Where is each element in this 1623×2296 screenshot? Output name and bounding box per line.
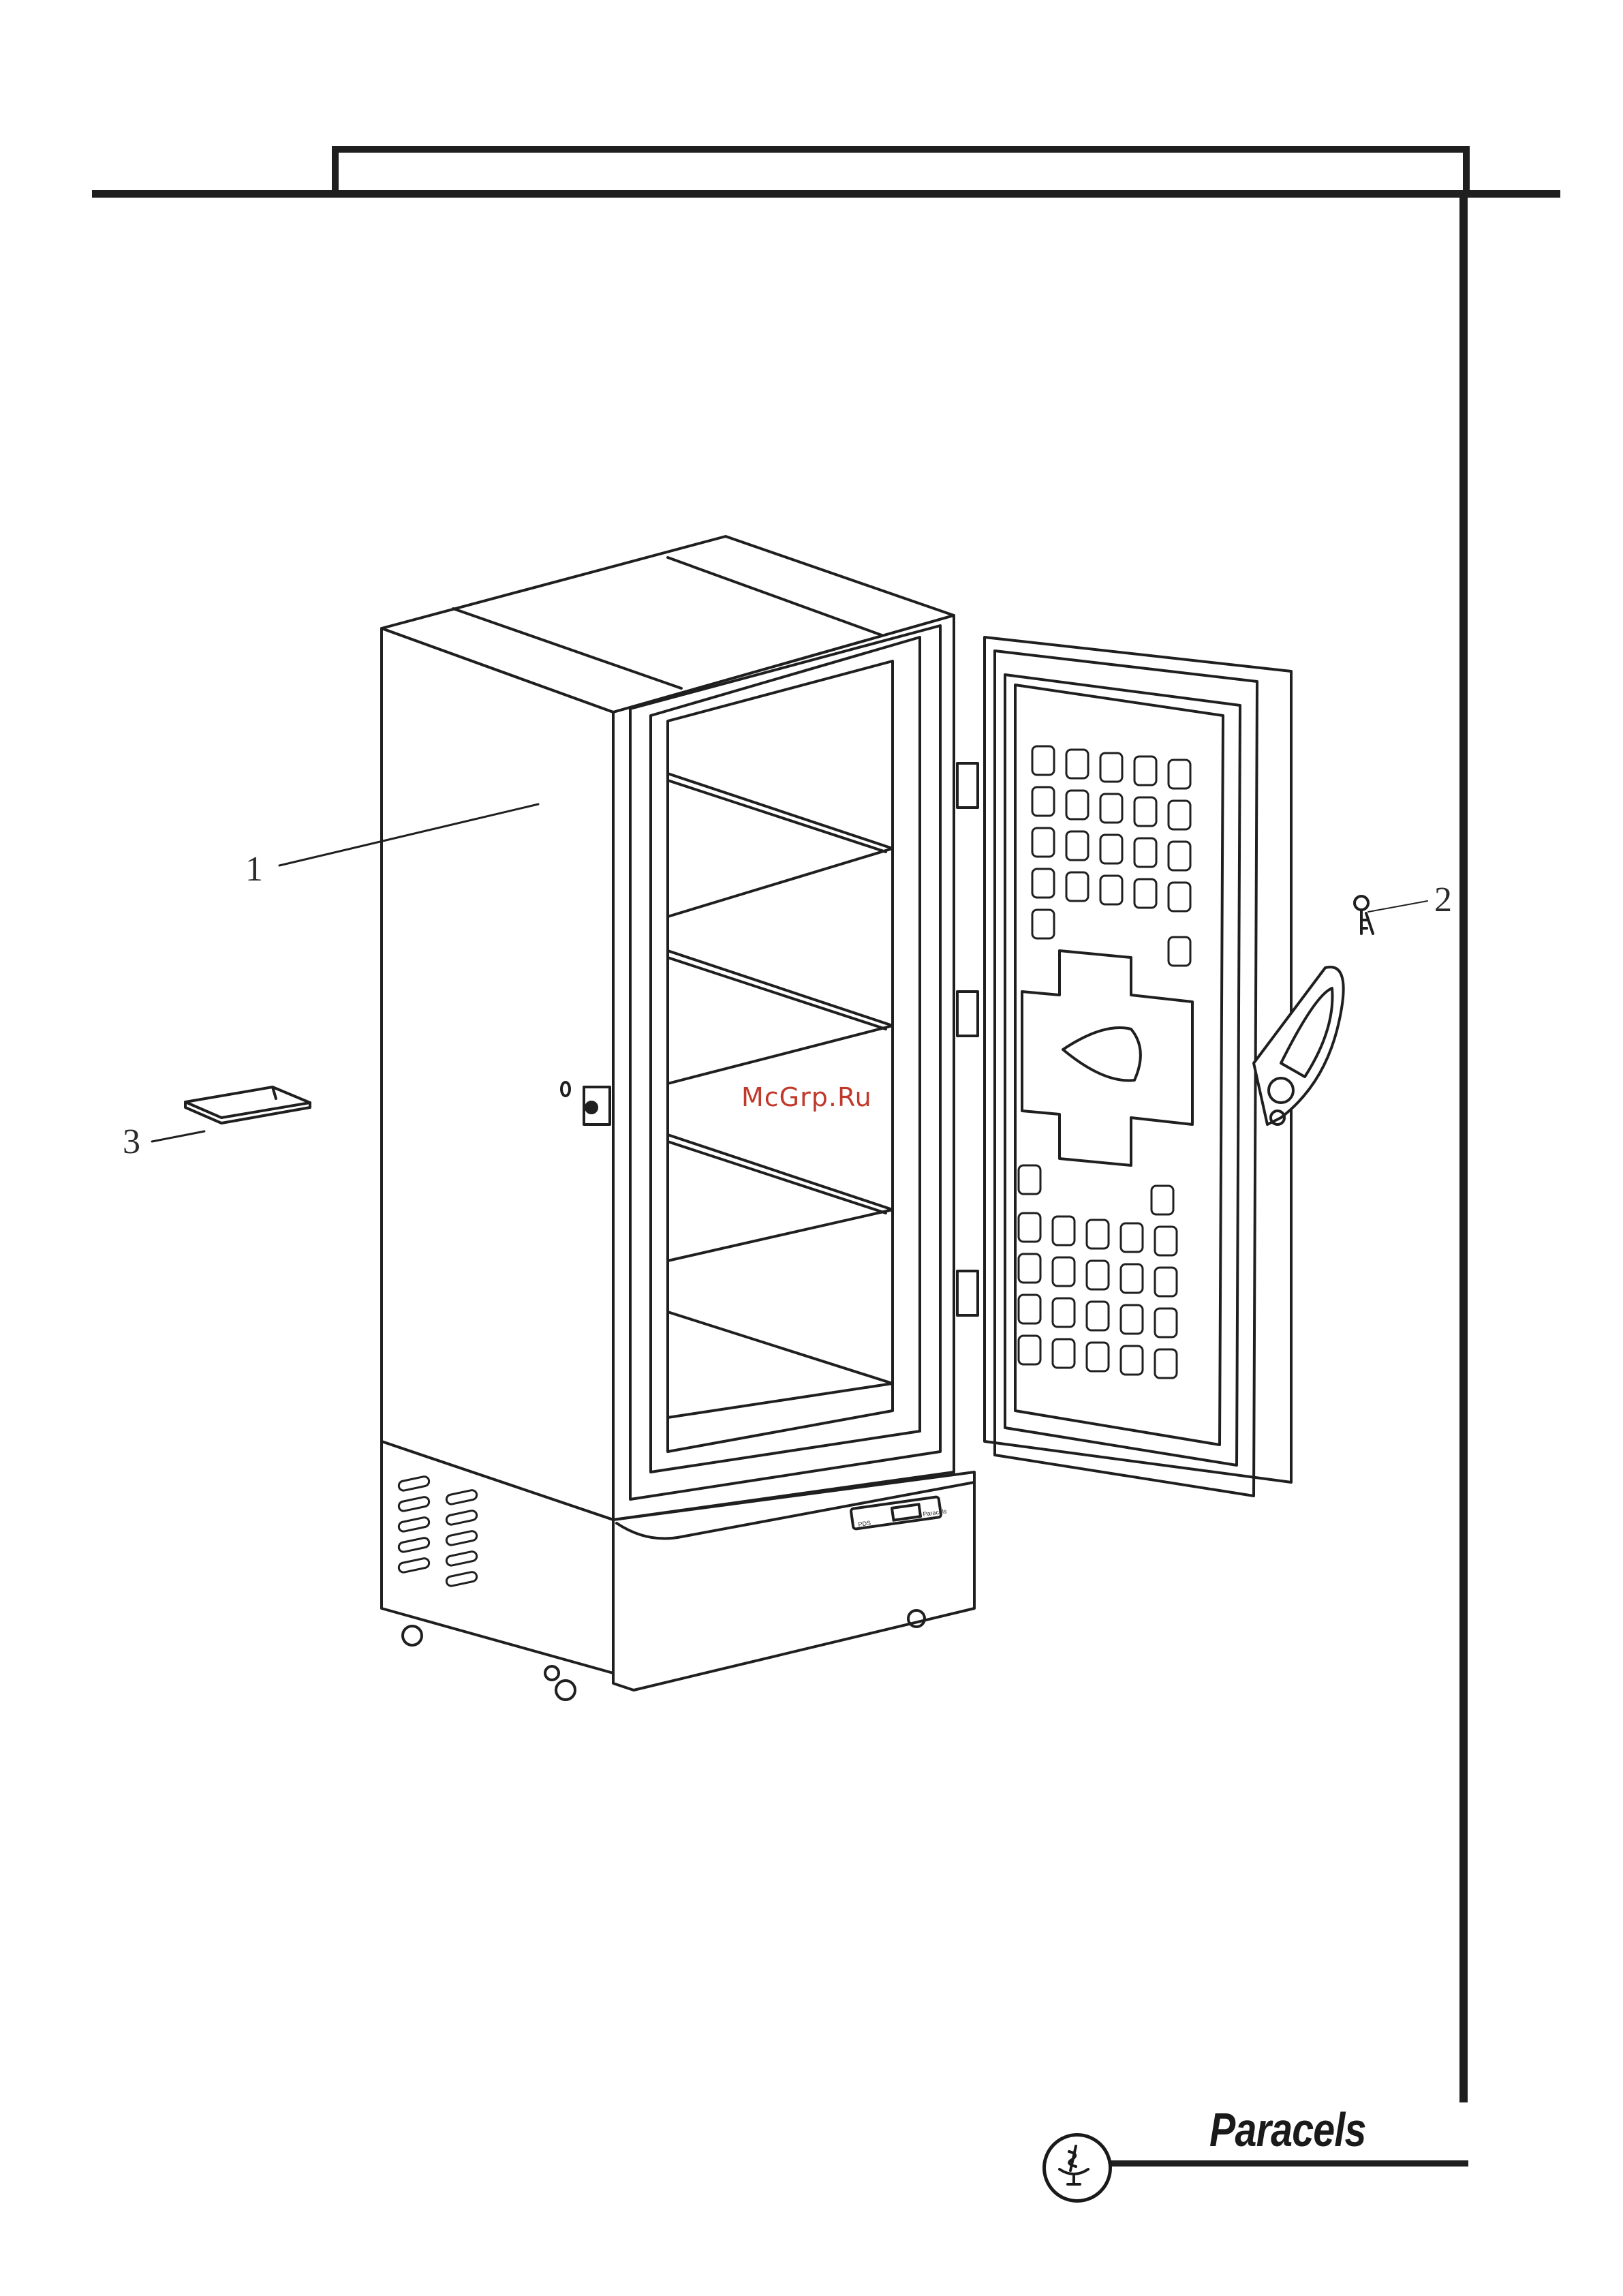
hinge-bottom — [957, 1271, 978, 1315]
cabinet-side — [382, 628, 613, 1520]
accessory-tray — [185, 1087, 310, 1118]
callout-1: 1 — [245, 852, 263, 887]
cabinet-front-frame — [613, 615, 954, 1520]
callout-2: 2 — [1434, 883, 1452, 918]
leader-line-3 — [152, 1131, 204, 1142]
leader-line-2 — [1368, 901, 1427, 912]
open-door — [985, 637, 1291, 1482]
brand-wordmark: Paracels — [1209, 2102, 1366, 2157]
hinge-top — [957, 763, 978, 808]
keys-icon — [1355, 896, 1373, 934]
callout-3: 3 — [123, 1124, 140, 1160]
watermark-text: McGrp.Ru — [741, 1082, 872, 1112]
hinge-middle — [957, 992, 978, 1036]
caduceus-bowl-icon — [1042, 2133, 1112, 2203]
